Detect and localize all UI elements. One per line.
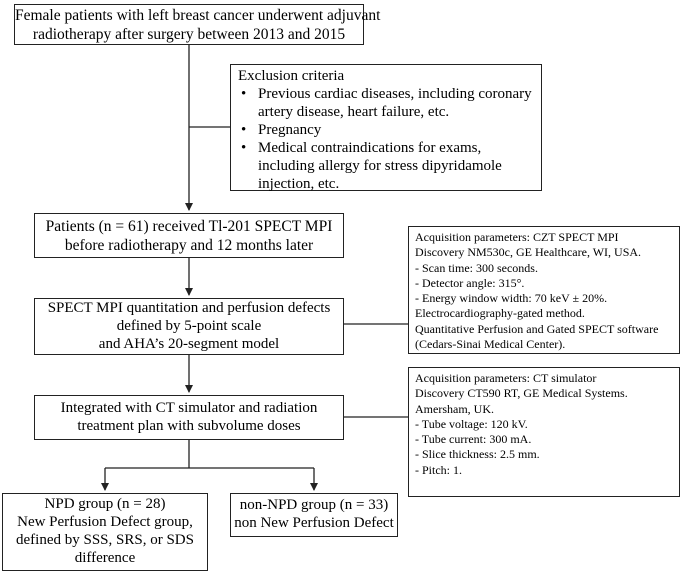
acq1-line-2: Discovery NM530c, GE Healthcare, WI, USA… (415, 245, 642, 260)
patients-box: Patients (n = 61) received Tl-201 SPECT … (34, 213, 344, 258)
acq2-line-3: Amersham, UK. (415, 401, 494, 416)
npd-line-4: difference (74, 550, 136, 566)
acq1-line-4: - Detector angle: 315°. (415, 275, 525, 290)
exclusion-item-cardiac: Previous cardiac diseases, including cor… (238, 85, 535, 121)
acq1-line-5: - Energy window width: 70 keV ± 20%. (415, 291, 608, 306)
acq2-line-5: - Tube current: 300 mA. (415, 432, 532, 447)
start-line-2: radiotherapy after surgery between 2013 … (32, 26, 346, 43)
patients-line-1: Patients (n = 61) received Tl-201 SPECT … (45, 218, 333, 235)
npd-line-3: defined by SSS, SRS, or SDS (16, 532, 194, 548)
exclusion-title: Exclusion criteria (238, 68, 345, 84)
acquisition-spect-box: Acquisition parameters: CZT SPECT MPI Di… (408, 226, 680, 354)
exclusion-item-pregnancy: Pregnancy (238, 121, 535, 139)
acquisition-ct-box: Acquisition parameters: CT simulator Dis… (408, 367, 680, 497)
acq2-line-7: - Pitch: 1. (415, 462, 462, 477)
acq1-line-7: Quantitative Perfusion and Gated SPECT s… (415, 321, 659, 336)
integrated-line-2: treatment plan with subvolume doses (77, 418, 301, 434)
acq1-line-6: Electrocardiography-gated method. (415, 306, 585, 321)
spect-line-2: defined by 5-point scale (116, 318, 262, 334)
spect-line-3: and AHA’s 20-segment model (98, 336, 280, 352)
acq1-line-8: (Cedars-Sinai Medical Center). (415, 337, 566, 352)
exclusion-list: Previous cardiac diseases, including cor… (238, 85, 535, 193)
exclusion-item-contraindications: Medical contraindications for exams, inc… (238, 139, 535, 193)
acq2-line-1: Acquisition parameters: CT simulator (415, 371, 597, 385)
spect-line-1: SPECT MPI quantitation and perfusion def… (47, 300, 331, 316)
start-line-1: Female patients with left breast cancer … (15, 7, 381, 24)
spect-box: SPECT MPI quantitation and perfusion def… (34, 298, 344, 355)
npd-group-box: NPD group (n = 28) New Perfusion Defect … (2, 493, 208, 571)
patients-line-2: before radiotherapy and 12 months later (64, 237, 314, 254)
acq1-line-1: Acquisition parameters: CZT SPECT MPI (415, 230, 619, 244)
npd-line-2: New Perfusion Defect group, (17, 514, 193, 530)
integrated-box: Integrated with CT simulator and radiati… (34, 395, 344, 440)
non-npd-line-1: non-NPD group (n = 33) (239, 497, 389, 513)
start-box: Female patients with left breast cancer … (14, 4, 381, 45)
npd-line-1: NPD group (n = 28) (44, 496, 166, 512)
non-npd-line-2: non New Perfusion Defect (234, 515, 394, 531)
acq2-line-6: - Slice thickness: 2.5 mm. (415, 447, 540, 462)
integrated-line-1: Integrated with CT simulator and radiati… (60, 400, 318, 416)
acq1-line-3: - Scan time: 300 seconds. (415, 260, 538, 275)
exclusion-box: Exclusion criteria Previous cardiac dise… (230, 64, 542, 193)
non-npd-group-box: non-NPD group (n = 33) non New Perfusion… (230, 493, 398, 537)
acq2-line-2: Discovery CT590 RT, GE Medical Systems. (415, 386, 628, 401)
acq2-line-4: - Tube voltage: 120 kV. (415, 416, 528, 431)
